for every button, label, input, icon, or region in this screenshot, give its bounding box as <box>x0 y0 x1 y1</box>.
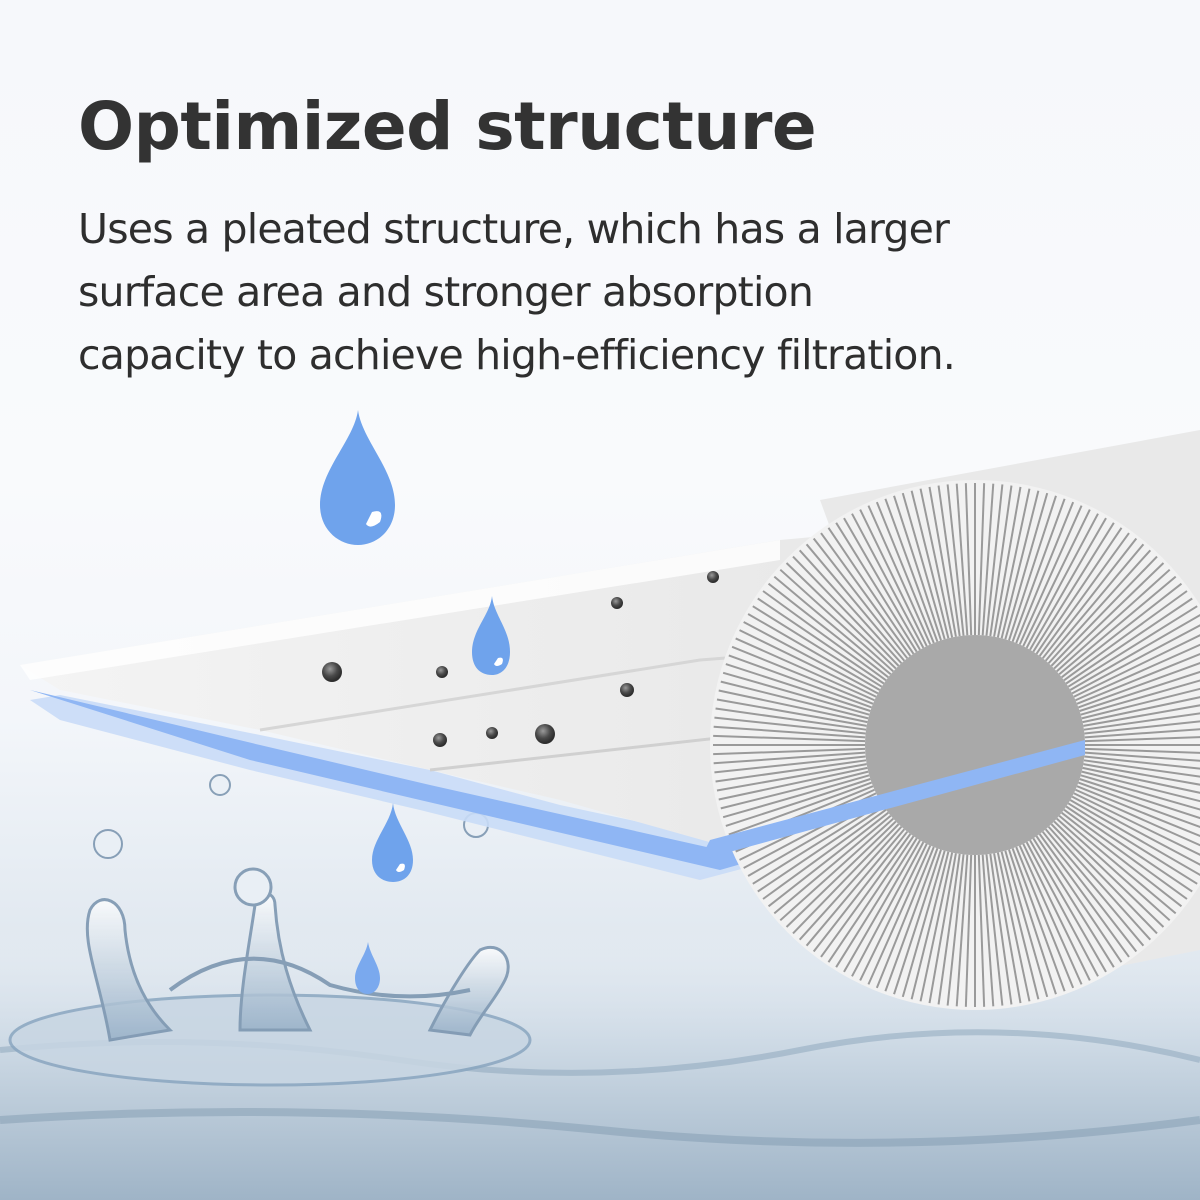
water-splash <box>8 774 532 1087</box>
water-drop-icon <box>472 596 510 675</box>
water-drop-icon <box>372 803 413 882</box>
water-drop-icon <box>355 942 380 994</box>
water-drop-icon <box>320 410 395 545</box>
description-line: surface area and stronger absorption <box>78 268 814 316</box>
description-line: Uses a pleated structure, which has a la… <box>78 205 950 253</box>
description-line: capacity to achieve high-efficiency filt… <box>78 331 956 379</box>
pleated-filter-cartridge <box>700 430 1200 1010</box>
filter-core <box>865 635 1085 855</box>
page-title: Optimized structure <box>78 88 817 165</box>
particle-dots <box>322 571 719 747</box>
description-text: Uses a pleated structure, which has a la… <box>78 198 1078 387</box>
